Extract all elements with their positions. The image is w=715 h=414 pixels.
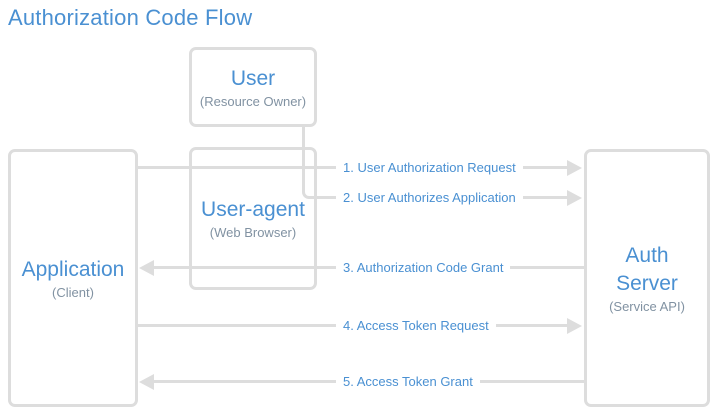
node-user-agent-label: User-agent	[201, 198, 305, 221]
node-user-sublabel: (Resource Owner)	[199, 93, 307, 109]
flow-4-label: 4. Access Token Request	[336, 317, 496, 335]
node-user: User (Resource Owner)	[189, 47, 317, 127]
flow-5-arrowhead-left-icon	[139, 374, 154, 390]
node-auth-server-label: Auth Server	[616, 243, 678, 295]
flow-4-arrowhead-right-icon	[567, 318, 582, 334]
node-application-sublabel: (Client)	[52, 284, 94, 300]
flow-5-label: 5. Access Token Grant	[336, 373, 480, 391]
node-user-label: User	[230, 66, 276, 90]
flow-2-arrowhead-right-icon	[567, 190, 582, 206]
node-auth-server-sublabel: (Service API)	[609, 298, 685, 314]
flow-2-label: 2. User Authorizes Application	[336, 189, 523, 207]
node-application: Application (Client)	[8, 149, 138, 407]
node-auth-server: Auth Server (Service API)	[584, 149, 710, 407]
flow-1-label: 1. User Authorization Request	[336, 159, 523, 177]
page-title: Authorization Code Flow	[8, 5, 253, 30]
flow-3-arrowhead-left-icon	[139, 260, 154, 276]
node-user-agent-sublabel: (Web Browser)	[209, 225, 297, 240]
node-application-label: Application	[21, 257, 125, 281]
flow-3-label: 3. Authorization Code Grant	[336, 259, 511, 277]
flow-1-arrowhead-right-icon	[567, 160, 582, 176]
